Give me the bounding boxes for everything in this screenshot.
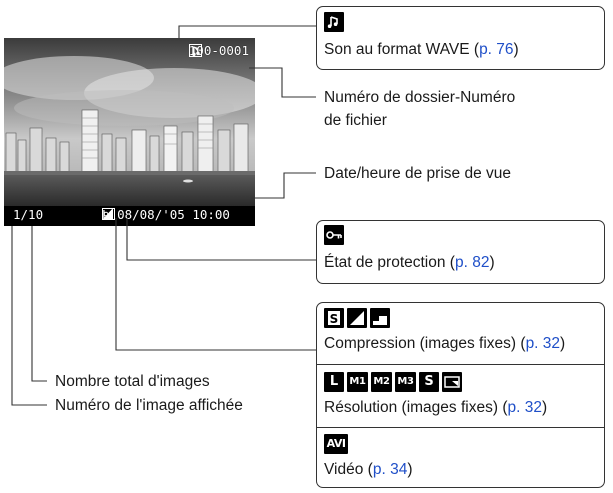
shooting-datetime-label: Date/heure de prise de vue bbox=[324, 165, 511, 182]
compression-icons-row: S bbox=[324, 308, 393, 328]
lcd-image-counter: 1/10 bbox=[13, 207, 44, 222]
sound-label: Son au format WAVE (p. 76) bbox=[324, 41, 519, 58]
resolution-page-link[interactable]: p. 32 bbox=[507, 399, 542, 416]
total-images-label: Nombre total d'images bbox=[55, 373, 210, 390]
protection-callout-box: État de protection (p. 82) bbox=[316, 220, 605, 284]
lcd-resolution-letter: L bbox=[102, 207, 110, 222]
normal-icon bbox=[370, 308, 390, 328]
video-label: Vidéo (p. 34) bbox=[324, 461, 413, 478]
postcard-icon bbox=[442, 372, 462, 392]
lcd-screen: 100-0001 1/10 L 08/08/'05 10:00 bbox=[4, 38, 255, 226]
resolution-label: Résolution (images fixes) (p. 32) bbox=[324, 399, 548, 416]
resolution-large-badge: L bbox=[324, 372, 344, 392]
lcd-file-number-row: 100-0001 bbox=[188, 43, 249, 58]
lcd-status-row: L 08/08/'05 10:00 bbox=[102, 208, 230, 222]
resolution-m3-badge: M3 bbox=[395, 372, 416, 392]
resolution-m1-badge: M1 bbox=[347, 372, 368, 392]
folder-file-number-label-line1: Numéro de dossier-Numéro bbox=[324, 89, 516, 106]
svg-text:S: S bbox=[330, 312, 339, 326]
city-skyline-photo bbox=[4, 38, 255, 226]
key-protect-icon bbox=[324, 225, 344, 245]
resolution-m2-badge: M2 bbox=[371, 372, 392, 392]
avi-movie-badge: AVI bbox=[324, 434, 348, 454]
video-page-link[interactable]: p. 34 bbox=[372, 461, 408, 478]
resolution-small-badge: S bbox=[419, 372, 439, 392]
video-icons-row: AVI bbox=[324, 434, 351, 454]
separator bbox=[317, 364, 604, 365]
sound-memo-icon bbox=[324, 12, 344, 32]
image-displayed-label: Numéro de l'image affichée bbox=[55, 397, 243, 414]
compression-page-link[interactable]: p. 32 bbox=[525, 335, 561, 352]
sound-callout-box: Son au format WAVE (p. 76) bbox=[316, 6, 605, 70]
fine-icon bbox=[347, 308, 367, 328]
folder-file-number-label-line2: de fichier bbox=[324, 112, 387, 129]
superfine-icon: S bbox=[324, 308, 344, 328]
separator bbox=[317, 427, 604, 428]
protection-label: État de protection (p. 82) bbox=[324, 254, 495, 271]
lcd-file-number: 100-0001 bbox=[188, 43, 249, 58]
compression-label: Compression (images fixes) (p. 32) bbox=[324, 335, 566, 352]
lcd-datetime: 08/08/'05 10:00 bbox=[117, 207, 230, 222]
sound-page-link[interactable]: p. 76 bbox=[479, 41, 514, 58]
protection-page-link[interactable]: p. 82 bbox=[454, 254, 490, 271]
